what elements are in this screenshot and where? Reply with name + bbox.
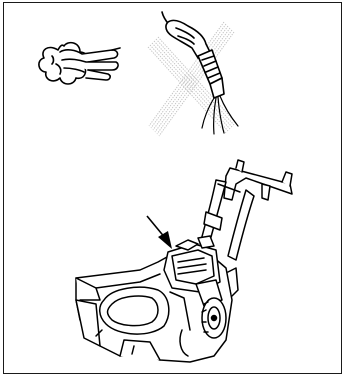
arrow-pointing-to-engine-icon xyxy=(147,216,172,249)
brush-cutter-machine-icon xyxy=(76,160,292,362)
hand-with-cloth-icon xyxy=(39,43,120,84)
